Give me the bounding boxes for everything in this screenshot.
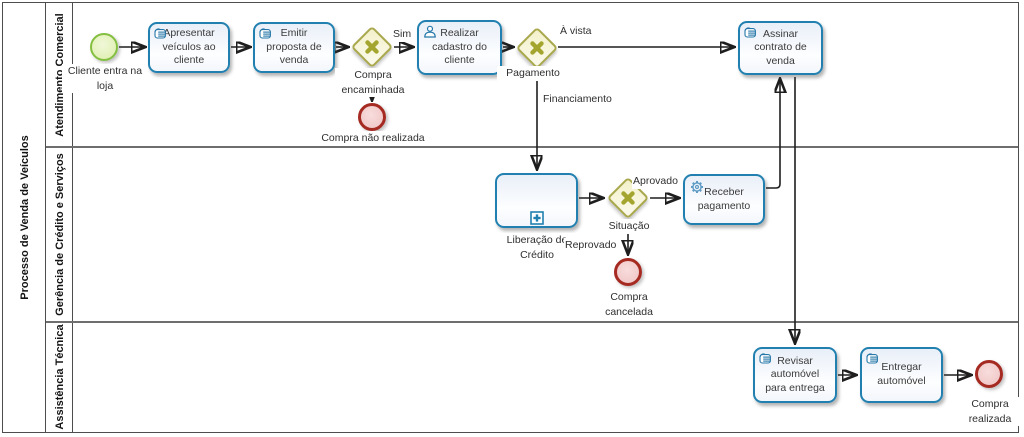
- task-revisar-automovel[interactable]: Revisar automóvel para entrega: [753, 347, 837, 403]
- start-event-label: Cliente entra na loja: [62, 64, 148, 94]
- hand-icon: [259, 27, 272, 40]
- end-event-label: Compra não realizada: [312, 131, 434, 146]
- flow-label-financiamento: Financiamento: [542, 92, 613, 107]
- gateway-label: Pagamento: [497, 66, 569, 81]
- lane-divider: [46, 321, 1018, 323]
- gear-icon: [689, 179, 705, 195]
- hand-icon: [866, 352, 879, 365]
- lane-divider: [46, 146, 1018, 148]
- pool-title: Processo de Venda de Veículos: [18, 135, 31, 300]
- hand-icon: [744, 26, 757, 39]
- task-label: Assinar contrato de venda: [754, 27, 807, 67]
- gateway-situacao[interactable]: [606, 176, 650, 220]
- task-realizar-cadastro[interactable]: Realizar cadastro do cliente: [417, 20, 502, 75]
- flow-label-sim: Sim: [392, 27, 413, 42]
- task-label: Apresentar veículos ao cliente: [162, 27, 216, 67]
- end-event-compra-cancelada[interactable]: [614, 258, 642, 286]
- gateway-label: Compra encaminhada: [335, 68, 411, 98]
- hand-icon: [759, 352, 772, 365]
- task-label: Emitir proposta de venda: [266, 27, 322, 67]
- end-event-compra-realizada[interactable]: [975, 360, 1003, 388]
- task-label: Revisar automóvel para entrega: [765, 354, 825, 394]
- x-gateway-icon: [530, 41, 544, 55]
- pool-processo-venda: Processo de Venda de Veículos Atendiment…: [2, 2, 1019, 433]
- task-emitir-proposta[interactable]: Emitir proposta de venda: [253, 22, 335, 73]
- subprocess-plus-icon: [529, 211, 544, 225]
- flow-label-reprovado: Reprovado: [564, 238, 618, 253]
- end-event-label: Compra cancelada: [588, 290, 670, 320]
- end-event-compra-nao-realizada[interactable]: [358, 103, 386, 131]
- lane-label-column: [46, 3, 73, 432]
- flow-label-a-vista: À vista: [559, 24, 593, 39]
- pool-title-column: [3, 3, 46, 432]
- task-label: Receber pagamento: [697, 185, 751, 212]
- subprocess-label: Liberação de Crédito: [496, 233, 578, 263]
- task-apresentar-veiculos[interactable]: Apresentar veículos ao cliente: [148, 22, 230, 73]
- lane-gerencia-credito-servicos: Gerência de Crédito e Serviços: [53, 153, 66, 316]
- task-entregar-automovel[interactable]: Entregar automóvel: [860, 347, 943, 403]
- hand-icon: [154, 27, 167, 40]
- user-icon: [423, 25, 437, 38]
- task-assinar-contrato[interactable]: Assinar contrato de venda: [738, 21, 823, 75]
- task-label: Realizar cadastro do cliente: [432, 27, 487, 67]
- start-event[interactable]: [90, 33, 118, 61]
- x-gateway-icon: [621, 191, 635, 205]
- x-gateway-icon: [365, 40, 379, 54]
- gateway-compra-encaminhada[interactable]: [350, 25, 394, 69]
- subprocess-liberacao-credito[interactable]: [495, 173, 578, 228]
- end-event-label: Compra realizada: [949, 397, 1024, 427]
- task-label: Entregar automóvel: [877, 361, 926, 387]
- lane-assistencia-tecnica: Assistência Técnica: [53, 324, 66, 430]
- flow-label-aprovado: Aprovado: [632, 174, 679, 189]
- task-receber-pagamento[interactable]: Receber pagamento: [683, 174, 765, 225]
- gateway-pagamento[interactable]: [515, 26, 559, 70]
- gateway-label: Situação: [598, 219, 660, 234]
